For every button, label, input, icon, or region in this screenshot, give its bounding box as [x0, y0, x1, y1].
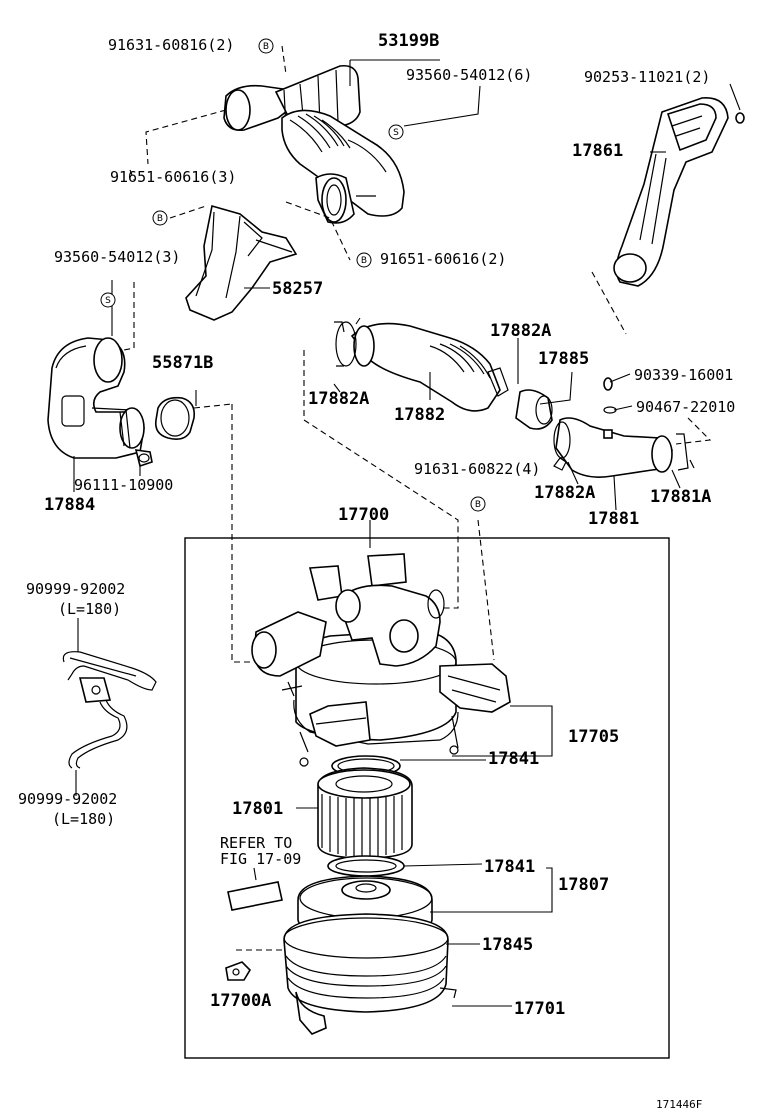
- label-90339-16001: 90339-16001: [634, 366, 733, 384]
- air-duct-53199b: [223, 64, 405, 224]
- clip-17700a: [225, 961, 252, 981]
- seal-sheet: [227, 881, 283, 911]
- label-90999-92002-bottom: 90999-92002: [18, 790, 117, 808]
- label-17884: 17884: [44, 495, 95, 515]
- code-s-text: S: [105, 296, 111, 306]
- label-58257: 58257: [272, 279, 323, 299]
- code-marker-b: B: [152, 210, 168, 226]
- label-17701: 17701: [514, 999, 565, 1019]
- code-b-text: B: [157, 214, 163, 224]
- label-17801: 17801: [232, 799, 283, 819]
- code-marker-s: S: [100, 292, 116, 308]
- code-b-text: B: [263, 42, 269, 52]
- code-marker-s: S: [388, 124, 404, 140]
- element-17801: [317, 767, 413, 859]
- label-96111-10900: 96111-10900: [74, 476, 173, 494]
- label-90253-11021: 90253-11021(2): [584, 68, 710, 86]
- label-55871b: 55871B: [152, 353, 213, 373]
- gasket-17841-lower: [327, 855, 405, 877]
- label-91631-60822: 91631-60822(4): [414, 460, 540, 478]
- label-93560-54012-3: 93560-54012(3): [54, 248, 180, 266]
- ring-55871b: [154, 396, 196, 440]
- vacuum-hose-lower: [68, 699, 128, 769]
- label-17700a: 17700A: [210, 991, 271, 1011]
- label-17885: 17885: [538, 349, 589, 369]
- label-93560-54012-6: 93560-54012(6): [406, 66, 532, 84]
- figure-id: 171446F: [656, 1098, 702, 1111]
- code-marker-b: B: [258, 38, 274, 54]
- label-17861: 17861: [572, 141, 623, 161]
- code-marker-b: B: [470, 496, 486, 512]
- label-length-bottom: (L=180): [52, 810, 115, 828]
- bowl-17701: [283, 913, 457, 1035]
- label-90999-92002-top: 90999-92002: [26, 580, 125, 598]
- code-b-text: B: [475, 500, 481, 510]
- hose-17884: [47, 337, 153, 468]
- label-17845: 17845: [482, 935, 533, 955]
- label-17882: 17882: [394, 405, 445, 425]
- bracket-58257: [185, 204, 298, 321]
- label-17881: 17881: [588, 509, 639, 529]
- label-53199b: 53199B: [378, 31, 439, 51]
- label-17882a-left: 17882A: [308, 389, 369, 409]
- code-marker-b: B: [356, 252, 372, 268]
- label-17882a-bottom: 17882A: [534, 483, 595, 503]
- air-cleaner-case-17705: [251, 553, 511, 767]
- label-91631-60816: 91631-60816(2): [108, 36, 234, 54]
- hose-17882: [334, 321, 553, 430]
- label-17841-lower: 17841: [484, 857, 535, 877]
- label-17881a: 17881A: [650, 487, 711, 507]
- code-s-text: S: [393, 128, 399, 138]
- label-91651-60616-3: 91651-60616(3): [110, 168, 236, 186]
- assembly-box-17700: [184, 537, 670, 1059]
- hose-17861: [613, 97, 745, 287]
- label-17807: 17807: [558, 875, 609, 895]
- label-refer-to: REFER TO: [220, 834, 292, 852]
- label-fig-17-09: FIG 17-09: [220, 850, 301, 868]
- label-91651-60616-2: 91651-60616(2): [380, 250, 506, 268]
- label-17705: 17705: [568, 727, 619, 747]
- label-length-top: (L=180): [58, 600, 121, 618]
- label-17700: 17700: [338, 505, 389, 525]
- hose-17881: [553, 377, 695, 478]
- label-17882a-top: 17882A: [490, 321, 551, 341]
- vacuum-hose-upper: [62, 651, 157, 703]
- label-17841-upper: 17841: [488, 749, 539, 769]
- label-90467-22010: 90467-22010: [636, 398, 735, 416]
- code-b-text: B: [361, 256, 367, 266]
